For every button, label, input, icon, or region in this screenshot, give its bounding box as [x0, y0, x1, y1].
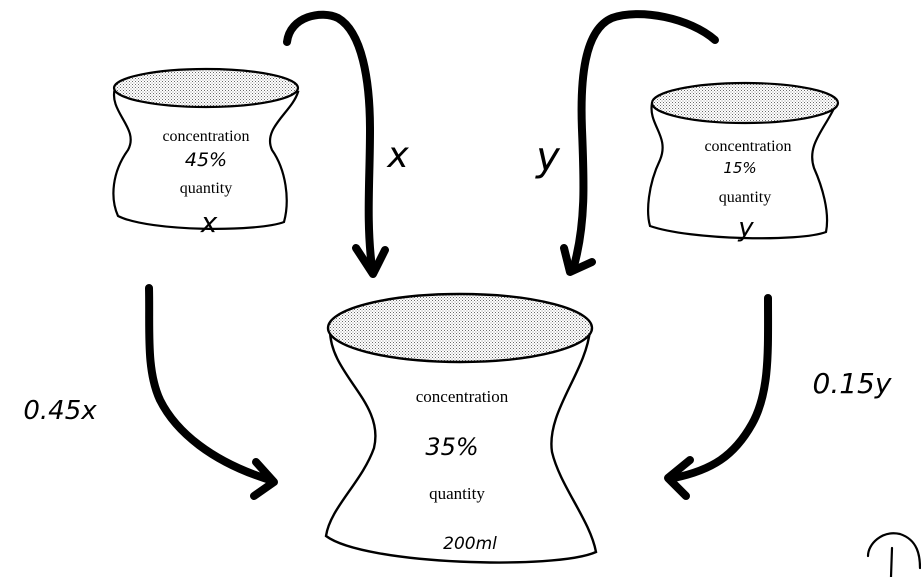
substance-label-right: 0.15y — [813, 367, 892, 400]
left-concentration-label: concentration — [162, 128, 249, 145]
right-concentration-value: 15% — [723, 159, 756, 177]
stray-pen-mark — [866, 532, 921, 577]
mix-container-body — [324, 328, 598, 564]
left-container-body — [112, 86, 300, 230]
mix-container-opening — [326, 292, 594, 364]
pour-arrow-left — [283, 10, 389, 278]
substance-arrow-right — [664, 294, 773, 500]
mix-container: concentration 35% quantity 200ml — [324, 292, 598, 564]
right-concentration-label: concentration — [704, 138, 791, 155]
pour-arrow-right — [560, 10, 719, 276]
substance-arrow-left — [145, 284, 278, 500]
mix-concentration-value: 35% — [425, 433, 478, 461]
right-container-body — [647, 101, 838, 240]
mix-quantity-label: quantity — [429, 484, 485, 503]
right-quantity-value: y — [737, 213, 754, 243]
left-quantity-value: x — [200, 206, 218, 239]
left-quantity-label: quantity — [180, 180, 232, 197]
left-container: concentration 45% quantity x — [112, 67, 300, 239]
right-quantity-label: quantity — [719, 189, 771, 206]
left-container-opening — [112, 67, 300, 109]
right-container-opening — [650, 81, 840, 125]
pour-label-right: y — [535, 134, 561, 180]
substance-label-left: 0.45x — [23, 396, 97, 426]
left-concentration-value: 45% — [185, 149, 227, 171]
mix-concentration-label: concentration — [416, 387, 509, 406]
mix-quantity-value: 200ml — [443, 534, 497, 554]
right-container: concentration 15% quantity y — [647, 81, 840, 243]
pour-label-left: x — [386, 135, 409, 176]
